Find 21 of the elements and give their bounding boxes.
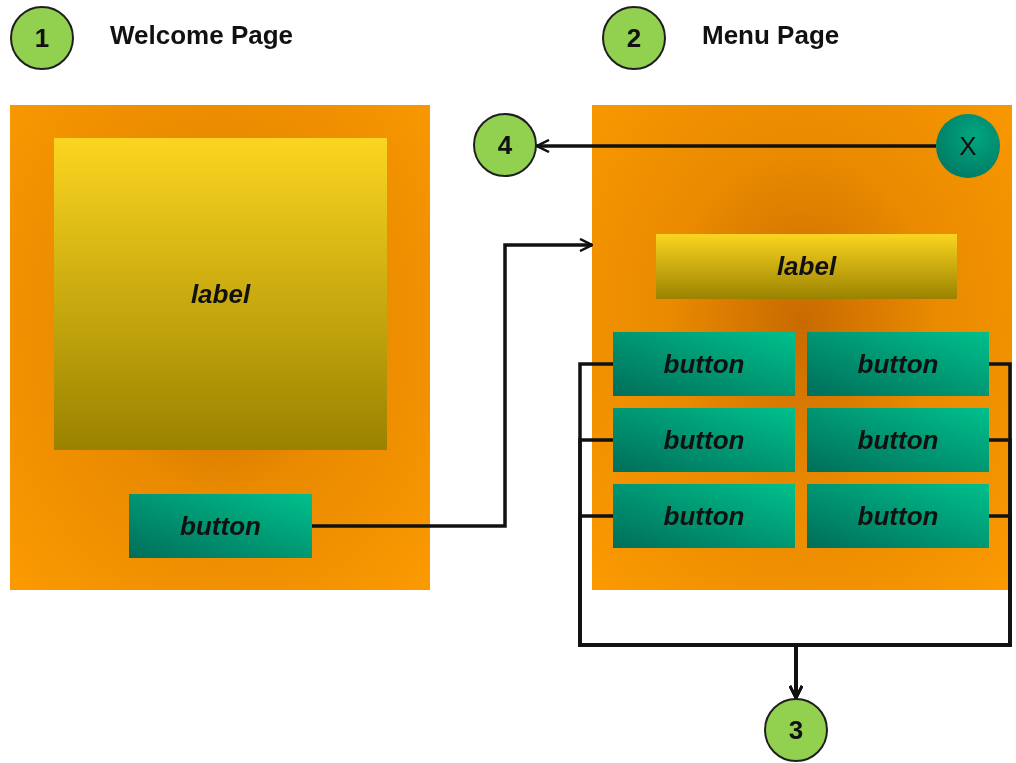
button-box: button [807, 332, 989, 396]
button-box: button [613, 408, 795, 472]
page-heading: Welcome Page [110, 20, 294, 51]
close-button: X [936, 114, 1000, 178]
connector-arrow [312, 237, 594, 528]
button-box: button [807, 484, 989, 548]
page-heading: Menu Page [702, 20, 840, 51]
screen-panel [10, 105, 430, 590]
connector-arrow [788, 514, 1012, 700]
button-box: button [129, 494, 312, 558]
number-badge: 3 [764, 698, 828, 762]
connector-arrow [535, 138, 936, 154]
screen-panel [592, 105, 1012, 590]
number-badge: 1 [10, 6, 74, 70]
number-badge: 2 [602, 6, 666, 70]
number-badge: 4 [473, 113, 537, 177]
button-box: button [613, 332, 795, 396]
button-box: button [613, 484, 795, 548]
label-box: label [54, 138, 387, 450]
button-box: button [807, 408, 989, 472]
label-box: label [656, 234, 957, 299]
